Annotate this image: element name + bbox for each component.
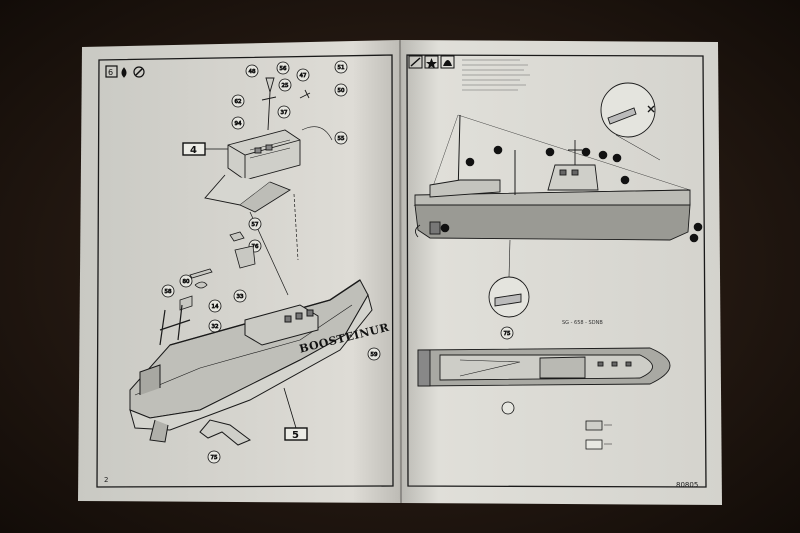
part-number-label: 50	[338, 88, 345, 94]
part-callouts-left: 48 56 47 51 50 62 25 37 94 55 57 76 80 58 14 33 32 59 75	[161, 60, 381, 464]
svg-text:6: 6	[108, 68, 113, 77]
step-header-icons: 6	[105, 65, 145, 78]
part-number-label: 55	[338, 136, 345, 142]
right-page	[400, 40, 722, 505]
paint-markers	[440, 145, 703, 243]
part-number-label: 57	[252, 222, 259, 228]
svg-text:4: 4	[190, 145, 197, 156]
part-number-label: 80	[183, 279, 190, 285]
part-number-label: 51	[338, 65, 345, 71]
part-number-label: 59	[371, 352, 378, 358]
right-frame	[406, 54, 707, 488]
detail-bubble-top	[600, 82, 661, 161]
part-number-label: 56	[280, 66, 287, 72]
part-number-label: 25	[282, 83, 289, 89]
step-5-box: 5	[283, 387, 308, 441]
paint-icons	[408, 55, 455, 69]
part-number-label: 32	[212, 324, 219, 330]
deckhouse-assembly	[204, 77, 333, 213]
detail-bubble-mid	[488, 239, 530, 318]
left-frame	[96, 54, 394, 488]
svg-text:5: 5	[292, 430, 299, 441]
part-number-label: 33	[237, 294, 244, 300]
page-number: 2	[104, 476, 109, 484]
kit-code: 80805	[676, 481, 699, 489]
hull-assembly	[129, 279, 373, 446]
part-number-label: 37	[281, 110, 288, 116]
part-number-label: 14	[212, 304, 219, 310]
instruction-text-lines	[462, 59, 530, 91]
part-number-label: 75	[211, 455, 218, 461]
part-number-label: 58	[165, 289, 172, 295]
swatches	[585, 420, 612, 450]
spine	[399, 39, 402, 504]
part-number-label: 75	[504, 331, 511, 337]
part-number-label: 76	[252, 244, 259, 250]
small-parts	[179, 231, 256, 311]
trawler-top-view	[417, 347, 671, 387]
part-number-label: 94	[235, 121, 242, 127]
part-number-label: 47	[300, 73, 307, 79]
hull-registration-code: SG - 658 - SDNB	[562, 320, 603, 326]
part-number-label: 48	[249, 69, 256, 75]
part-number-label: 62	[235, 99, 242, 105]
trawler-side-view	[413, 114, 691, 241]
part-callouts-right: 75	[500, 326, 515, 415]
